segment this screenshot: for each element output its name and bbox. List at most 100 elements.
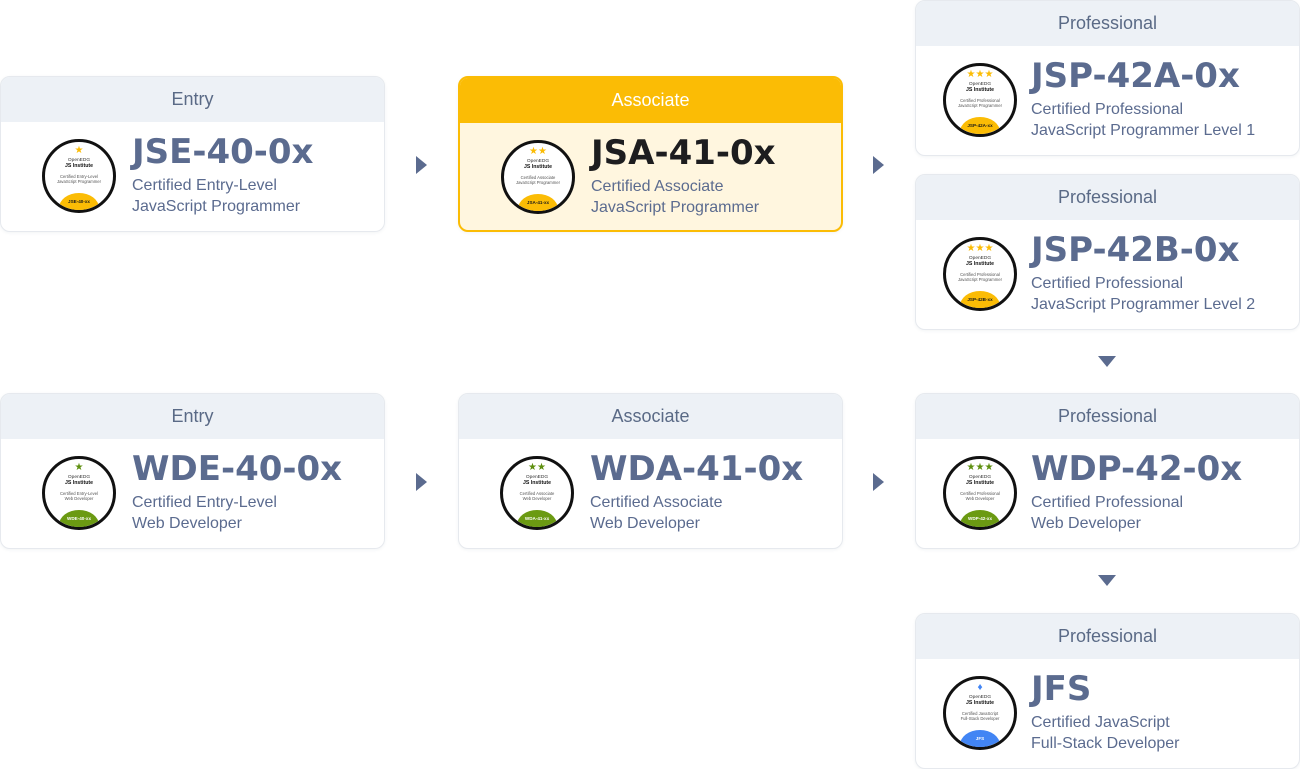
badge-band-label: JSE-40-xx bbox=[68, 199, 90, 204]
badge-cert2: Web Developer bbox=[522, 495, 552, 501]
desc-line-2: Web Developer bbox=[590, 515, 700, 532]
arrow-down-icon bbox=[1098, 575, 1116, 586]
cert-code: JSP-42B-0x bbox=[1031, 230, 1240, 270]
level-header: Entry bbox=[1, 77, 384, 122]
badge-band-label: WDP-42-xx bbox=[968, 516, 992, 521]
badge-stars: ★★★ bbox=[966, 69, 994, 80]
badge-stars: ★★★ bbox=[966, 243, 994, 254]
badge-org2: JS Institute bbox=[65, 162, 93, 169]
badge-band-label: WDE-40-xx bbox=[67, 516, 91, 521]
badge-cert1: Certified Entry-Level bbox=[60, 174, 98, 179]
badge-band: JFS bbox=[960, 730, 1000, 747]
badge-band-label: JFS bbox=[975, 736, 985, 741]
badge-org2: JS Institute bbox=[966, 479, 994, 486]
desc-line-1: Certified Associate bbox=[590, 494, 723, 511]
badge-cert1: Certified Professional bbox=[960, 491, 1000, 496]
cert-description: Certified JavaScript Full-Stack Develope… bbox=[1031, 712, 1180, 754]
badge-org: OpenEDG bbox=[968, 82, 992, 87]
badge-cert1: Certified Entry-Level bbox=[60, 491, 98, 496]
desc-line-2: Web Developer bbox=[132, 515, 242, 532]
badge-org2: JS Institute bbox=[523, 479, 551, 486]
badge-band-label: JSP-42A-xx bbox=[967, 123, 993, 128]
badge-cert2: Full-Stack Developer bbox=[960, 715, 1000, 721]
badge-cert2: JavaScript Programmer bbox=[516, 179, 560, 185]
badge-org: OpenEDG bbox=[67, 475, 91, 480]
badge-stars: ★★★ bbox=[966, 462, 994, 473]
badge-band: WDE-40-xx bbox=[59, 510, 99, 527]
badge-gem: ♦ bbox=[977, 682, 983, 693]
cert-code: WDA-41-0x bbox=[590, 449, 804, 489]
level-header: Associate bbox=[459, 394, 842, 439]
arrow-right-icon bbox=[416, 473, 427, 491]
badge-org2: JS Institute bbox=[966, 86, 994, 93]
badge-cert2: JavaScript Programmer bbox=[958, 276, 1002, 282]
badge-band-label: JSA-41-xx bbox=[526, 200, 550, 205]
desc-line-2: Full-Stack Developer bbox=[1031, 735, 1180, 752]
level-header: Professional bbox=[916, 614, 1299, 659]
badge-cert1: Certified Associate bbox=[519, 491, 555, 496]
cert-code: JSE-40-0x bbox=[132, 132, 314, 172]
arrow-right-icon bbox=[416, 156, 427, 174]
cert-code: WDP-42-0x bbox=[1031, 449, 1243, 489]
badge-band: WDP-42-xx bbox=[960, 510, 1000, 527]
badge-org: OpenEDG bbox=[968, 475, 992, 480]
cert-description: Certified Professional Web Developer bbox=[1031, 492, 1183, 534]
badge-org: OpenEDG bbox=[67, 158, 91, 163]
badge-stars: ★★ bbox=[529, 146, 547, 157]
badge-band: WDA-41-xx bbox=[517, 510, 557, 527]
cert-description: Certified Professional JavaScript Progra… bbox=[1031, 99, 1255, 141]
badge-org2: JS Institute bbox=[966, 699, 994, 706]
cert-code: JSP-42A-0x bbox=[1031, 56, 1240, 96]
badge-org: OpenEDG bbox=[526, 159, 550, 164]
desc-line-2: JavaScript Programmer Level 2 bbox=[1031, 296, 1256, 313]
badge-org2: JS Institute bbox=[524, 163, 552, 170]
badge-band: JSA-41-xx bbox=[518, 194, 558, 211]
badge-stars: ★ bbox=[74, 145, 84, 156]
cert-code: JSA-41-0x bbox=[591, 133, 776, 173]
cert-description: Certified Professional JavaScript Progra… bbox=[1031, 273, 1255, 315]
desc-line-2: Web Developer bbox=[1031, 515, 1141, 532]
level-header: Associate bbox=[460, 78, 841, 123]
badge-band-label: WDA-41-xx bbox=[524, 516, 550, 521]
badge-cert1: Certified Professional bbox=[960, 98, 1000, 103]
badge-band-label: JSP-42B-xx bbox=[967, 297, 993, 302]
desc-line-2: JavaScript Programmer bbox=[591, 199, 760, 216]
arrow-down-icon bbox=[1098, 356, 1116, 367]
badge-org2: JS Institute bbox=[966, 260, 994, 267]
badge-cert1: Certified Associate bbox=[520, 175, 556, 180]
level-header: Professional bbox=[916, 1, 1299, 46]
cert-code: JFS bbox=[1031, 669, 1092, 709]
badge-org: OpenEDG bbox=[525, 475, 549, 480]
badge-cert1: Certified JavaScript bbox=[961, 711, 999, 716]
desc-line-1: Certified Professional bbox=[1031, 101, 1184, 118]
desc-line-1: Certified Professional bbox=[1031, 494, 1184, 511]
badge-org: OpenEDG bbox=[968, 695, 992, 700]
arrow-right-icon bbox=[873, 473, 884, 491]
level-header: Professional bbox=[916, 175, 1299, 220]
level-header: Entry bbox=[1, 394, 384, 439]
desc-line-1: Certified Professional bbox=[1031, 275, 1184, 292]
badge-org: OpenEDG bbox=[968, 256, 992, 261]
desc-line-1: Certified Associate bbox=[591, 178, 724, 195]
cert-description: Certified Entry-Level Web Developer bbox=[132, 492, 277, 534]
cert-description: Certified Associate JavaScript Programme… bbox=[591, 176, 759, 218]
badge-cert1: Certified Professional bbox=[960, 272, 1000, 277]
desc-line-2: JavaScript Programmer bbox=[132, 198, 301, 215]
desc-line-1: Certified Entry-Level bbox=[132, 177, 277, 194]
badge-band: JSP-42B-xx bbox=[960, 291, 1000, 308]
